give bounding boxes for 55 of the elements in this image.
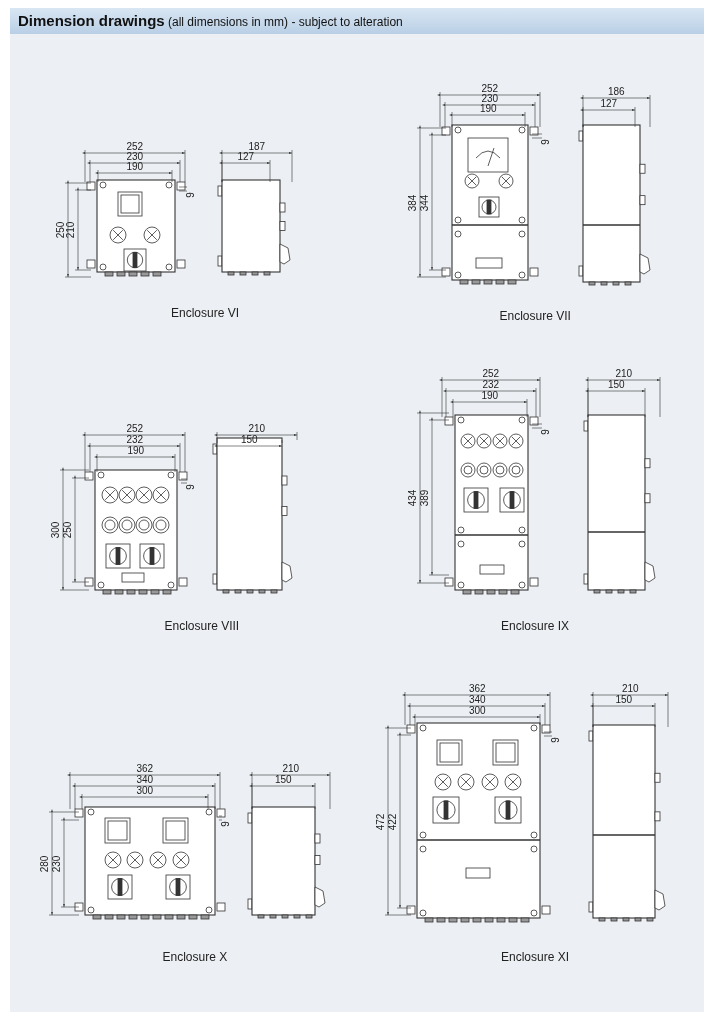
dimension-value: 300 [469,706,486,716]
dimension-value: 210 [248,424,266,434]
dimension-value: 250 [62,521,73,539]
dimension-value: 150 [241,435,258,445]
dimension-value: 230 [126,152,144,162]
enclosure-caption: Enclosure XI [501,950,570,964]
dimension-value: 340 [469,695,486,705]
dimension-value: 252 [126,142,144,152]
dimension-value: 472 [375,813,386,830]
dimension-value: 300 [136,786,154,796]
dimension-value: 210 [615,369,633,379]
dimension-value: 230 [51,855,62,872]
dimension-value: 127 [600,99,618,109]
page-title: Dimension drawings (all dimensions in mm) - subject to alteration [18,12,403,29]
dimension-value: 210 [622,684,639,694]
dimension-value: 340 [136,775,154,785]
dimension-value: 187 [248,142,266,152]
dimension-value: 9 [550,737,561,743]
dimension-value: 250 [55,221,66,239]
dimension-value: 344 [419,194,430,211]
dimension-value: 190 [126,162,144,172]
enclosure-caption: Enclosure X [162,950,228,964]
dimension-value: 252 [481,84,499,94]
dimension-value: 232 [482,380,500,390]
dimension-value: 190 [481,391,499,401]
dimension-value: 252 [126,424,144,434]
dimension-value: 389 [419,489,430,506]
dimension-value: 280 [39,855,50,872]
dimension-value: 9 [540,429,551,435]
dimension-value: 422 [387,813,398,830]
enclosure-caption: Enclosure VIII [164,619,240,633]
enclosure-caption: Enclosure VI [171,306,240,320]
dimension-value: 9 [540,139,551,145]
dimension-value: 300 [50,521,61,539]
dimension-value: 362 [469,684,486,694]
dimension-value: 150 [615,695,633,705]
dimension-value: 190 [127,446,145,456]
dimension-value: 150 [608,380,625,390]
dimension-value: 9 [185,484,196,490]
dimension-value: 210 [65,221,76,239]
dimension-value: 9 [185,192,196,198]
dimension-value: 190 [480,104,497,114]
dimension-value: 384 [407,194,418,211]
dimension-value: 210 [282,764,300,774]
dimension-value: 434 [407,489,418,507]
enclosure-caption: Enclosure IX [501,619,570,633]
dimension-value: 127 [237,152,255,162]
dimension-value: 230 [481,94,499,104]
dimension-value: 252 [482,369,500,379]
dimension-value: 9 [220,821,231,827]
dimension-value: 362 [136,764,154,774]
dimension-value: 232 [126,435,144,445]
dimension-value: 150 [275,775,292,785]
enclosure-caption: Enclosure VII [499,309,571,323]
dimension-value: 186 [608,87,625,97]
